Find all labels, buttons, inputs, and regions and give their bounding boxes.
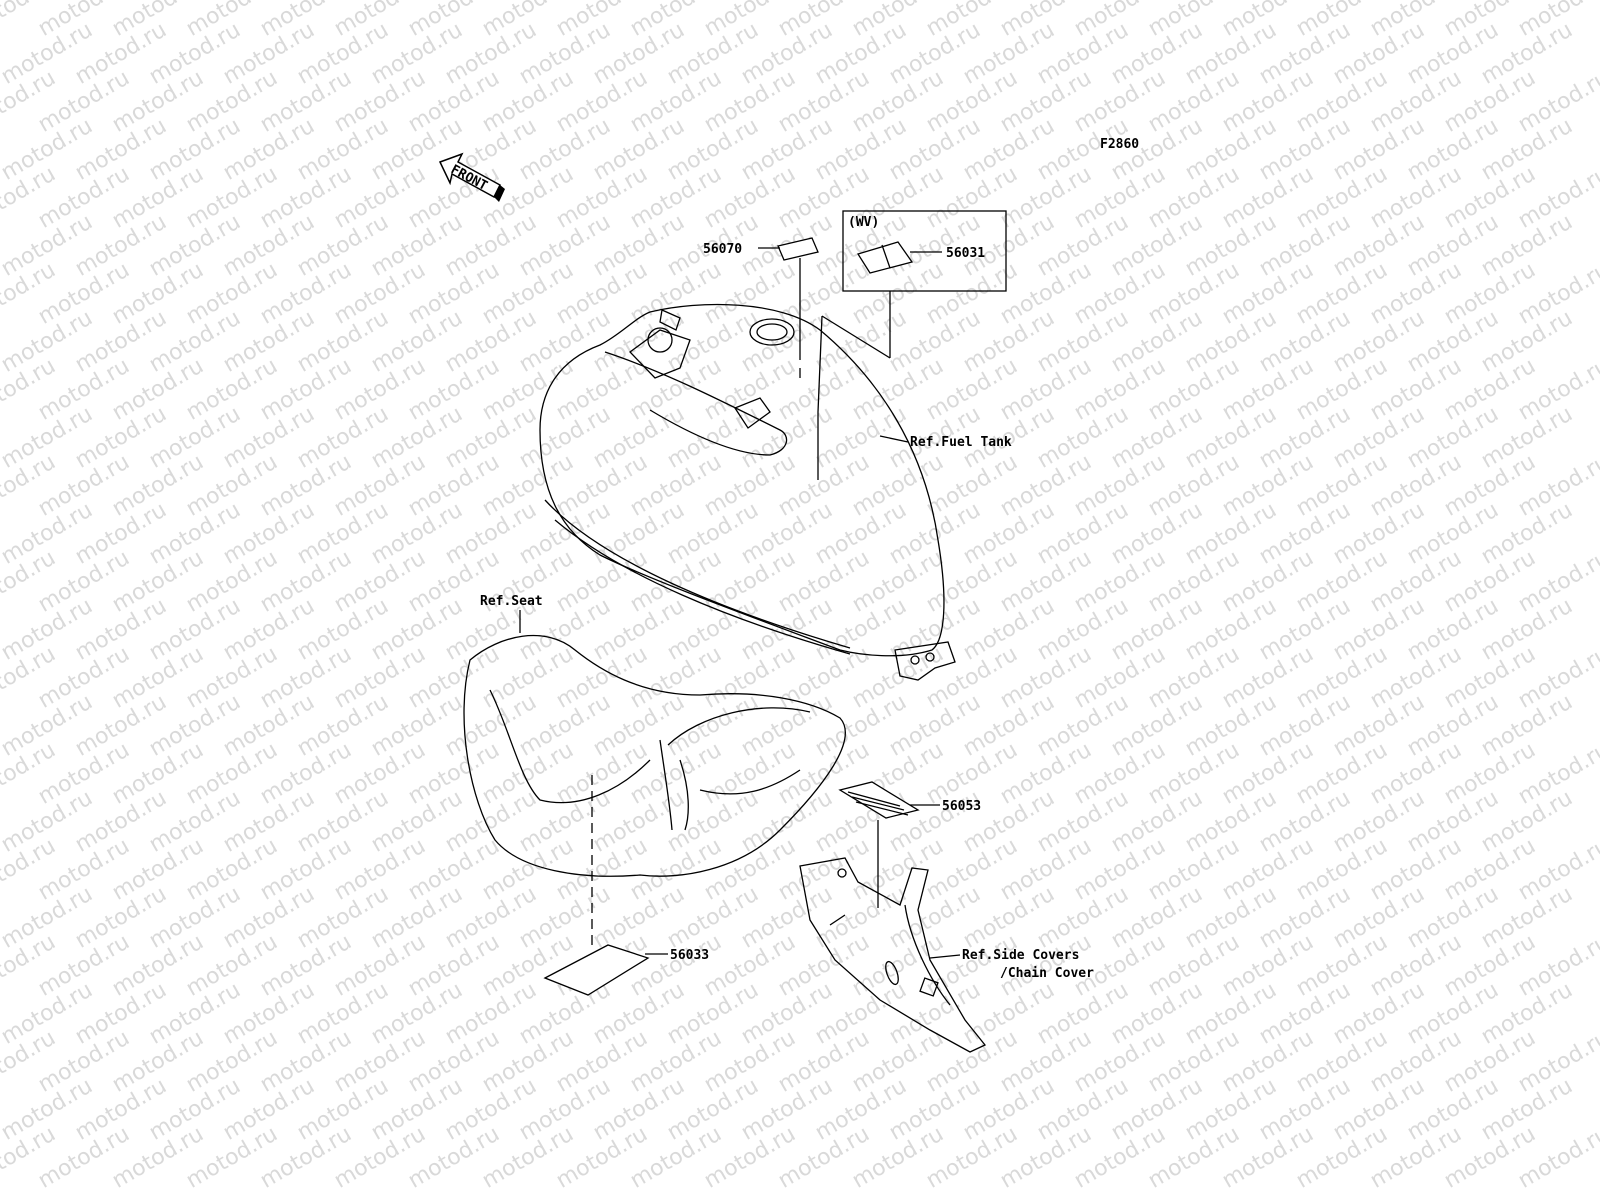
side-cover-drawing <box>799 857 987 1053</box>
label-56070: 56070 <box>703 242 742 257</box>
label-56033: 56033 <box>670 948 709 963</box>
ref-chain-cover: /Chain Cover <box>1000 966 1094 981</box>
ref-fuel-tank: Ref.Fuel Tank <box>910 435 1012 450</box>
fuel-tank-drawing <box>539 303 956 681</box>
label-56053: 56053 <box>942 799 981 814</box>
decal-56033: 56033 <box>543 775 709 996</box>
variant-box: (WV) 56031 <box>817 210 1007 413</box>
figure-id: F2860 <box>1100 137 1139 152</box>
label-56031: 56031 <box>946 246 985 261</box>
ref-side-covers: Ref.Side Covers <box>962 948 1079 963</box>
decal-56053: 56053 <box>838 781 981 908</box>
decal-56070: 56070 <box>703 237 819 480</box>
front-arrow-icon: FRONT <box>438 152 505 202</box>
seat-drawing <box>463 634 846 877</box>
ref-seat: Ref.Seat <box>480 594 543 609</box>
variant-label: (WV) <box>848 215 879 230</box>
front-arrow-label: FRONT <box>448 162 490 194</box>
